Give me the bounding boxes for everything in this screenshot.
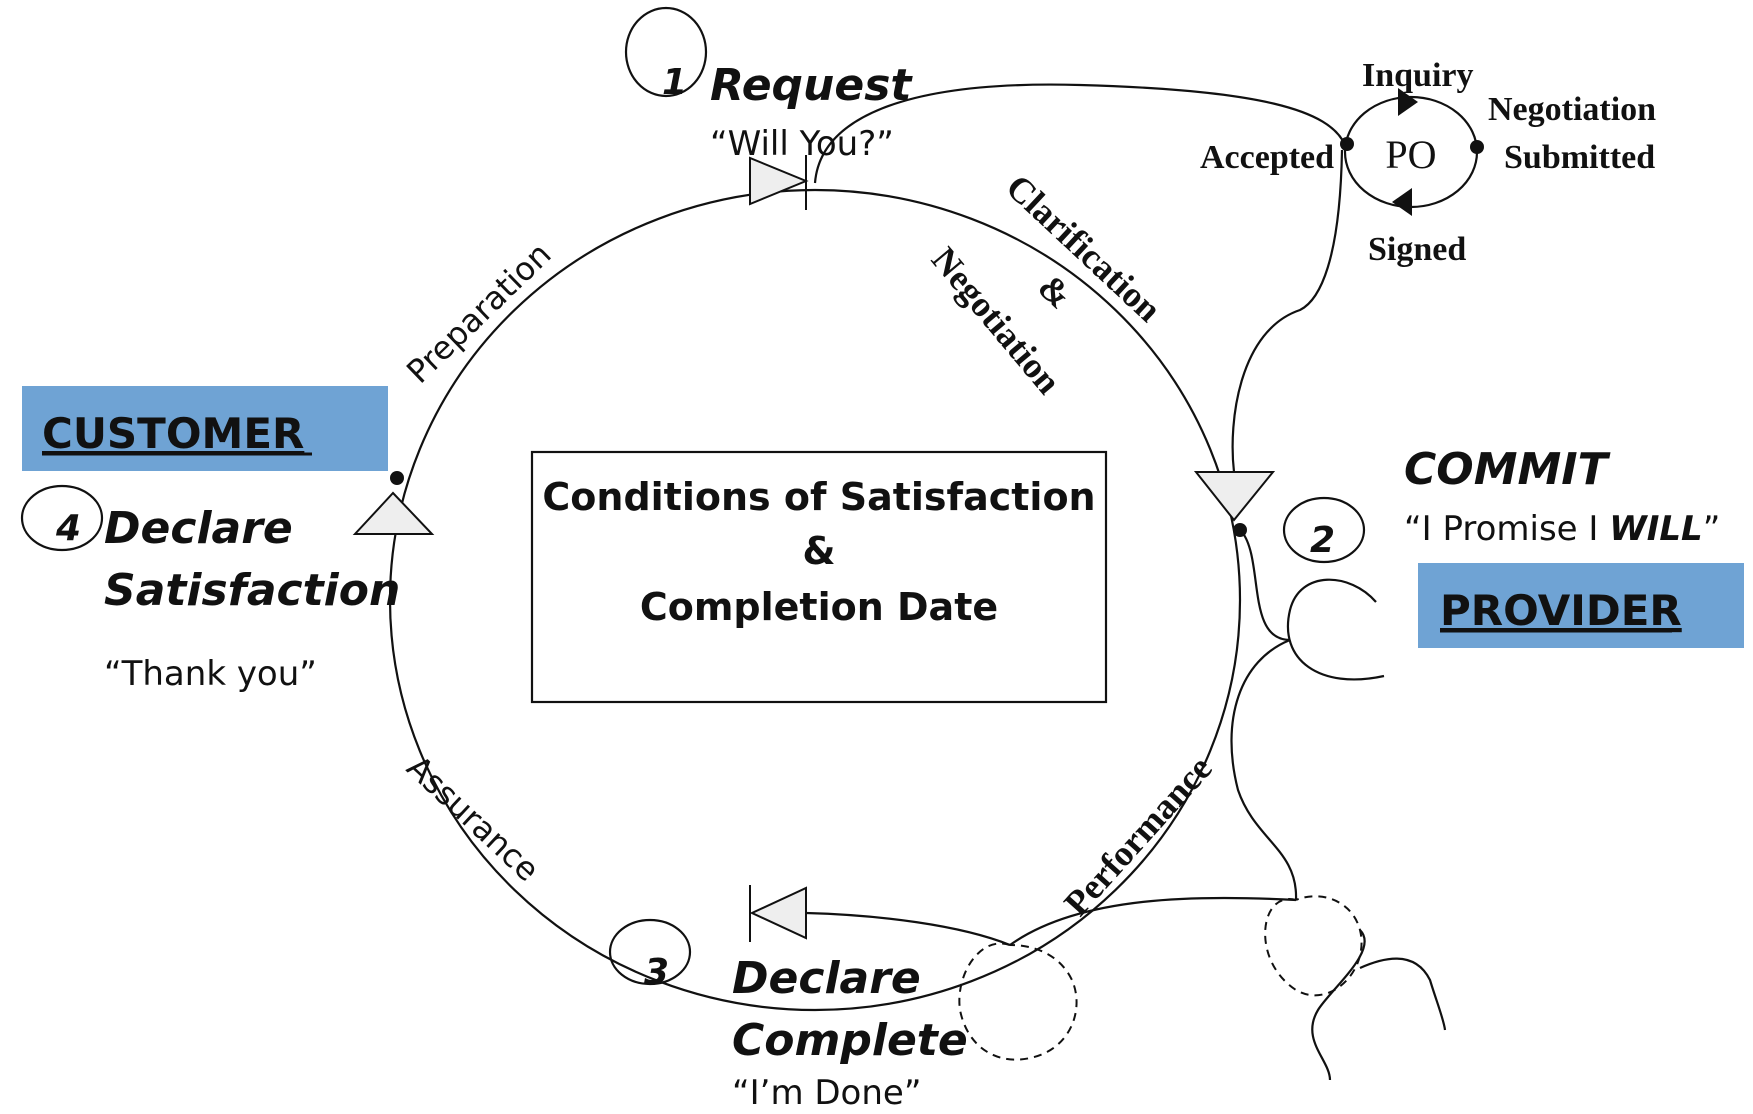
- complete-subloop: [958, 942, 1078, 1061]
- complete-quote: “I’m Done”: [732, 1073, 921, 1113]
- provider-subloop-2: [1264, 895, 1363, 997]
- po-dot-right: [1470, 140, 1484, 154]
- commit-quote-suffix: ”: [1703, 509, 1721, 549]
- provider-label: PROVIDER: [1440, 586, 1682, 635]
- provider-branch-2: [1230, 638, 1298, 901]
- step-3-circle: [608, 918, 692, 986]
- customer-label: CUSTOMER: [42, 409, 304, 458]
- satisfaction-quote: “Thank you”: [104, 654, 317, 694]
- request-quote: “Will You?”: [710, 124, 894, 164]
- step-1-number: 1: [662, 62, 687, 103]
- satisfaction-dot: [390, 471, 404, 485]
- performance-branch: [1009, 896, 1297, 946]
- po-label-submitted: Submitted: [1504, 139, 1655, 176]
- po-center-label: PO: [1385, 132, 1436, 177]
- conditions-line-1: Conditions of Satisfaction: [542, 475, 1095, 519]
- phase-performance: Performance: [1056, 748, 1219, 923]
- po-label-inquiry: Inquiry: [1362, 57, 1474, 94]
- po-label-signed: Signed: [1368, 231, 1466, 268]
- request-title: Request: [710, 60, 913, 111]
- commit-title: COMMIT: [1404, 444, 1611, 495]
- commit-quote: “I Promise I WILL”: [1404, 509, 1720, 549]
- po-arrow-top: [1398, 88, 1418, 116]
- provider-subloop-1: [1287, 578, 1385, 681]
- phase-preparation: Preparation: [399, 235, 558, 391]
- complete-arrowhead: [749, 886, 807, 940]
- step-2-circle: [1282, 496, 1366, 564]
- step-2-number: 2: [1310, 520, 1335, 561]
- provider-box: [1418, 563, 1744, 648]
- step-4-circle: [20, 484, 104, 552]
- complete-connector: [805, 911, 1011, 947]
- workflow-loop: [388, 188, 1242, 1012]
- request-arrowhead: [749, 156, 809, 206]
- commit-arrowhead: [1193, 471, 1276, 522]
- phase-clarification: Clarification: [999, 167, 1170, 330]
- phase-negotiation: Negotiation: [924, 239, 1069, 401]
- commit-quote-bold: WILL: [1609, 509, 1702, 549]
- conditions-line-3: Completion Date: [640, 585, 998, 629]
- conditions-line-2: &: [802, 529, 835, 573]
- provider-tail-2: [1359, 957, 1447, 1031]
- complete-title-2: Complete: [732, 1015, 968, 1066]
- provider-tail: [1311, 929, 1366, 1081]
- satisfaction-title-2: Satisfaction: [104, 565, 400, 616]
- po-arrow-bottom: [1392, 188, 1412, 216]
- request-to-po-connector: [813, 83, 1347, 184]
- po-label-negotiation: Negotiation: [1488, 91, 1656, 128]
- po-label-accepted: Accepted: [1200, 139, 1334, 176]
- satisfaction-title-1: Declare: [104, 503, 293, 554]
- phase-assurance: Assurance: [400, 748, 547, 889]
- provider-branch-1: [1241, 531, 1291, 642]
- step-1-circle: [624, 6, 708, 98]
- po-to-commit-connector: [1231, 149, 1344, 473]
- satisfaction-arrowhead: [352, 491, 435, 535]
- customer-box: [22, 386, 388, 471]
- conditions-box: [530, 450, 1108, 704]
- step-4-number: 4: [55, 508, 81, 549]
- complete-title-1: Declare: [732, 953, 921, 1004]
- commit-quote-prefix: “I Promise I: [1404, 509, 1609, 549]
- step-3-number: 3: [644, 952, 669, 993]
